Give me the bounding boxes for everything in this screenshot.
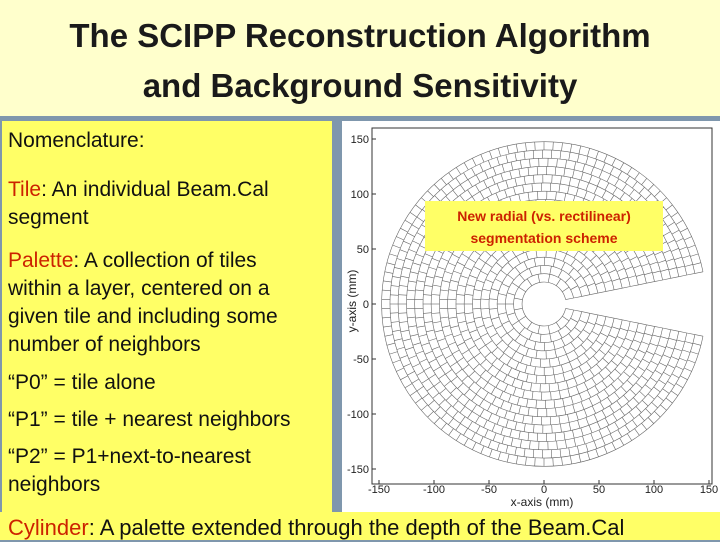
x-tick-label: -150 (368, 484, 390, 496)
cylinder-term: Cylinder (8, 515, 89, 540)
annotation-line-1: New radial (vs. rectilinear) (457, 208, 631, 224)
tile-definition-line-2: segment (8, 204, 89, 232)
y-tick-label: 150 (351, 134, 369, 146)
y-tick-label: -100 (347, 409, 369, 421)
tile-text-1: : An individual Beam.Cal (41, 178, 269, 201)
x-tick-label: 50 (593, 484, 605, 496)
y-tick-label: 100 (351, 189, 369, 201)
palette-text-1: : A collection of tiles (73, 249, 256, 272)
x-tick-label: 150 (700, 484, 718, 496)
y-tick-label: 0 (363, 299, 369, 311)
p2-definition-line-1: “P2” = P1+next-to-nearest (8, 443, 251, 471)
y-tick-label: 50 (357, 244, 369, 256)
palette-definition-line-2: within a layer, centered on a (8, 275, 270, 303)
y-tick-label: -150 (347, 464, 369, 476)
tile-term: Tile (8, 178, 41, 201)
palette-term: Palette (8, 249, 73, 272)
x-tick-label: -50 (481, 484, 497, 496)
nomenclature-panel: Nomenclature: Tile: An individual Beam.C… (2, 121, 332, 512)
p0-definition: “P0” = tile alone (8, 369, 156, 397)
p2-definition-line-2: neighbors (8, 471, 100, 499)
p1-definition: “P1” = tile + nearest neighbors (8, 406, 291, 434)
x-tick-label: 100 (645, 484, 663, 496)
title-line-1: The SCIPP Reconstruction Algorithm (0, 17, 720, 55)
palette-definition-line-4: number of neighbors (8, 331, 201, 359)
cylinder-text: : A palette extended through the depth o… (89, 515, 625, 540)
tile-definition-line-1: Tile: An individual Beam.Cal (8, 176, 269, 204)
x-axis-label: x-axis (mm) (511, 495, 574, 509)
palette-definition-line-3: given tile and including some (8, 303, 278, 331)
slide-title: The SCIPP Reconstruction Algorithm and B… (0, 0, 720, 116)
palette-definition-line-1: Palette: A collection of tiles (8, 247, 257, 275)
cylinder-definition-bar: Cylinder: A palette extended through the… (0, 512, 720, 540)
y-axis-label: y-axis (mm) (345, 270, 359, 333)
nomenclature-heading: Nomenclature: (8, 127, 145, 155)
annotation-line-2: segmentation scheme (470, 230, 617, 246)
cylinder-definition: Cylinder: A palette extended through the… (8, 514, 624, 542)
title-line-2: and Background Sensitivity (0, 67, 720, 105)
x-tick-label: -100 (423, 484, 445, 496)
y-tick-label: -50 (353, 354, 369, 366)
